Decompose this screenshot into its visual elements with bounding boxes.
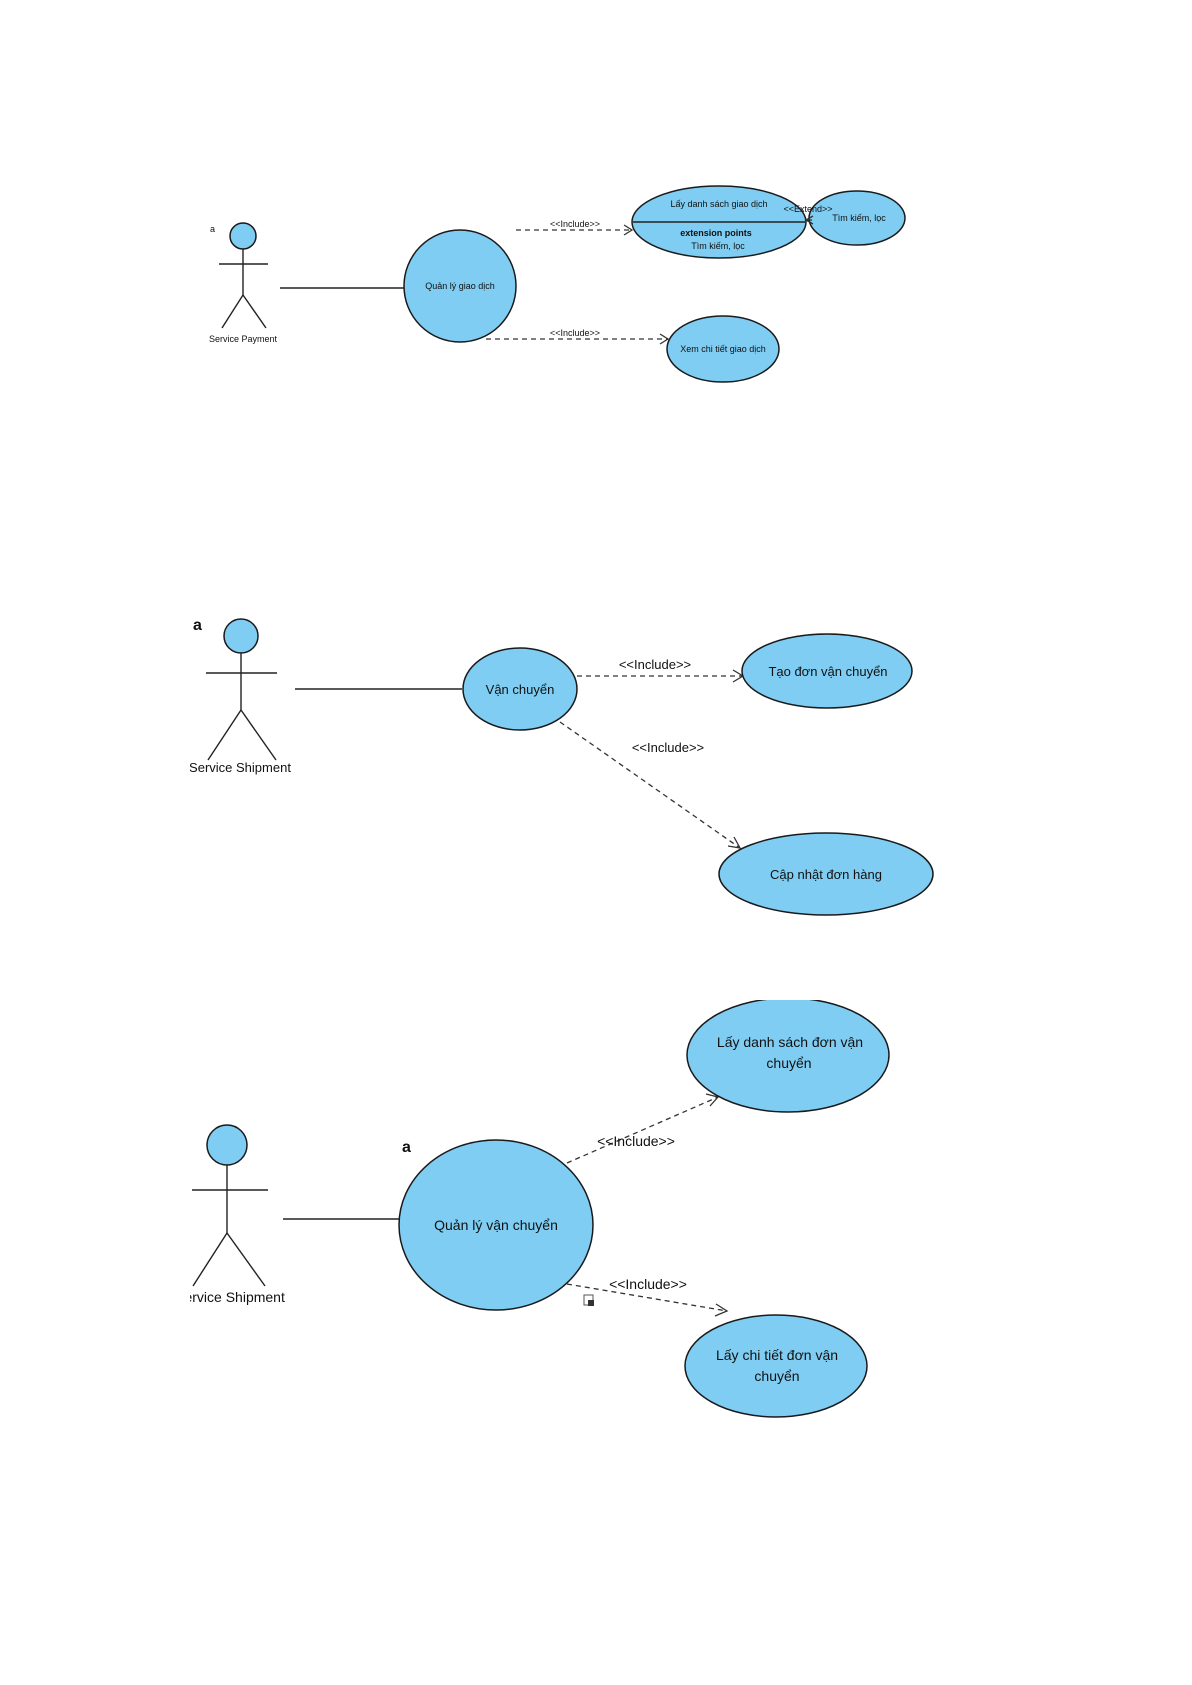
include-label-2: <<Include>>: [609, 1276, 687, 1292]
usecase-cap-nhat-don-hang[interactable]: [718, 832, 934, 916]
include-label-1: <<Include>>: [619, 657, 691, 672]
diagram-service-payment: a Service Payment Quản lý giao dịch <<In…: [209, 185, 906, 383]
usecase-label: Quản lý giao dịch: [425, 281, 495, 291]
include-connector-2: [559, 721, 741, 849]
usecase-label-line2: chuyển: [766, 1055, 811, 1071]
usecase-lay-chi-tiet-don-van-chuyen[interactable]: [684, 1314, 868, 1418]
include-arrowhead-2: [727, 836, 742, 849]
usecase-van-chuyen[interactable]: [462, 647, 578, 731]
diagram-quan-ly-van-chuyen: Service Shipment a Quản lý vận chuyển <<…: [175, 998, 890, 1418]
actor-tag: a: [193, 617, 202, 634]
usecase-label: Tìm kiếm, lọc: [832, 213, 886, 223]
usecase-lay-danh-sach-don-van-chuyen[interactable]: [686, 998, 890, 1113]
usecase-xem-chi-tiet-giao-dich[interactable]: [666, 315, 780, 383]
connector-cursor-icon: [583, 1294, 594, 1306]
actor-name: Service Payment: [209, 334, 278, 344]
usecase-label: Xem chi tiết giao dịch: [680, 344, 766, 354]
include-arrowhead-2: [659, 333, 670, 345]
usecase-label-line1: Lấy danh sách đơn vận: [717, 1034, 863, 1050]
actor-left-leg: [192, 1232, 228, 1287]
actor-name: Service Shipment: [175, 1289, 285, 1305]
include-connector-2: [566, 1283, 728, 1312]
extend-arrowhead: [804, 215, 814, 225]
actor-name: Service Shipment: [189, 760, 291, 775]
extension-point-item: Tìm kiếm, lọc: [691, 241, 745, 251]
actor-left-leg: [221, 294, 244, 329]
actor-right-leg: [242, 294, 267, 329]
actor-head: [223, 618, 259, 654]
include-arrowhead-1: [705, 1093, 720, 1107]
actor-head: [229, 222, 257, 250]
actor-service-payment[interactable]: [219, 222, 268, 329]
include-label-1: <<Include>>: [597, 1133, 675, 1149]
actor-service-shipment[interactable]: [192, 1124, 268, 1287]
actor-service-shipment[interactable]: [206, 618, 277, 761]
actor-head: [206, 1124, 248, 1166]
include-arrowhead-2: [714, 1303, 729, 1317]
actor-tag: a: [402, 1139, 411, 1156]
include-label-1: <<Include>>: [550, 219, 600, 229]
include-label-2: <<Include>>: [632, 740, 704, 755]
include-label-2: <<Include>>: [550, 328, 600, 338]
usecase-quan-ly-giao-dich[interactable]: [403, 229, 517, 343]
usecase-label: Lấy danh sách giao dịch: [670, 199, 767, 209]
include-connector-1: [566, 1096, 719, 1164]
diagram-van-chuyen: a Service Shipment Vận chuyển <<Include>…: [189, 617, 934, 916]
usecase-label: Quản lý vận chuyển: [434, 1217, 558, 1233]
actor-right-leg: [240, 709, 277, 761]
actor-left-leg: [207, 709, 242, 761]
extension-points-title: extension points: [680, 228, 752, 238]
include-arrowhead-1: [623, 224, 634, 236]
usecase-label: Cập nhật đơn hàng: [770, 867, 882, 882]
usecase-label-line1: Lấy chi tiết đơn vận: [716, 1347, 838, 1363]
actor-tag: a: [210, 224, 215, 234]
usecase-label: Tạo đơn vận chuyển: [768, 664, 887, 679]
usecase-label: Vận chuyển: [486, 682, 555, 697]
usecase-quan-ly-van-chuyen[interactable]: [398, 1139, 594, 1311]
extend-label: <<Extend>>: [783, 204, 832, 214]
usecase-tao-don-van-chuyen[interactable]: [741, 633, 913, 709]
actor-right-leg: [226, 1232, 266, 1287]
usecase-label-line2: chuyển: [754, 1368, 799, 1384]
